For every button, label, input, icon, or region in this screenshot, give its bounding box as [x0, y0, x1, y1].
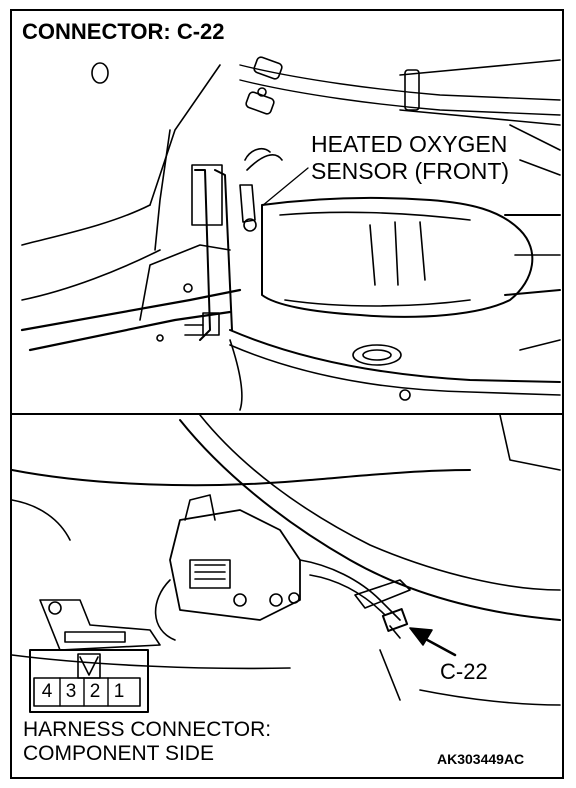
connector-pin: 1	[113, 681, 125, 702]
figure-code: AK303449AC	[437, 751, 525, 767]
lower-vehicle-illustration	[11, 414, 561, 706]
connector-pin: 3	[65, 681, 77, 702]
harness-caption-line1: HARNESS CONNECTOR:	[23, 718, 272, 741]
panel-divider	[10, 413, 564, 415]
harness-caption-line2: COMPONENT SIDE	[23, 742, 214, 765]
connector-pin: 2	[89, 681, 101, 702]
diagram-title: CONNECTOR: C-22	[22, 19, 225, 44]
sensor-label-line2: SENSOR (FRONT)	[311, 158, 510, 184]
sensor-label-line1: HEATED OXYGEN	[311, 131, 508, 157]
connector-symbol	[29, 649, 149, 713]
diagram-frame	[10, 9, 564, 779]
connector-pin: 4	[41, 681, 53, 702]
connector-callout: C-22	[440, 659, 488, 684]
upper-vehicle-illustration	[20, 56, 561, 411]
